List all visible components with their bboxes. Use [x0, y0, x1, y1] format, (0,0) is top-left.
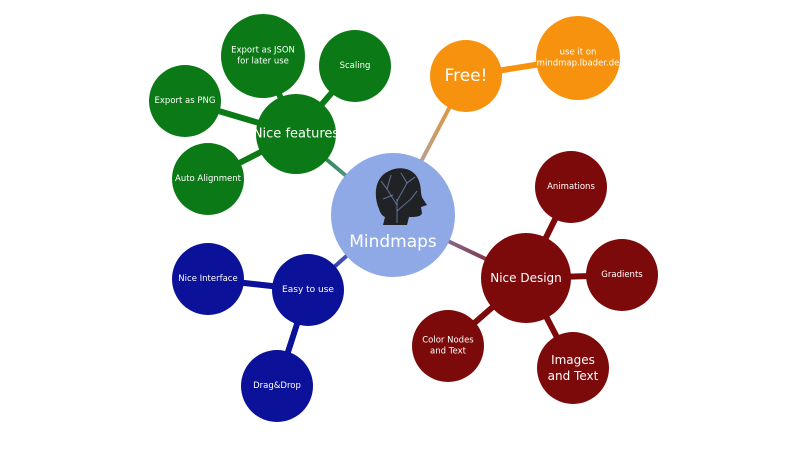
node-easy-branch-circle[interactable]	[272, 254, 344, 326]
node-features-branch[interactable]: Nice features	[253, 94, 340, 174]
node-color-nodes[interactable]: Color Nodes and Text	[412, 310, 484, 382]
node-design-branch-circle[interactable]	[481, 233, 571, 323]
node-auto-alignment[interactable]: Auto Alignment	[172, 143, 244, 215]
node-drag-drop[interactable]: Drag&Drop	[241, 350, 313, 422]
node-export-png-label: Export as PNG	[155, 96, 216, 106]
node-easy-branch-label: Easy to use	[282, 285, 334, 295]
node-animations-label: Animations	[547, 182, 595, 192]
node-nice-interface-label: Nice Interface	[178, 274, 237, 284]
node-color-nodes-circle[interactable]	[412, 310, 484, 382]
node-use-it-on-label-line-1: use it on	[560, 47, 597, 57]
node-design-branch-label: Nice Design	[490, 271, 562, 285]
node-gradients[interactable]: Gradients	[586, 239, 658, 311]
node-use-it-on-circle[interactable]	[536, 16, 620, 100]
node-images-text-label-line-1: Images	[551, 353, 595, 367]
node-export-png-circle[interactable]	[149, 65, 221, 137]
node-use-it-on[interactable]: use it on mindmap.lbader.de	[536, 16, 620, 100]
node-free-branch-label: Free!	[445, 66, 488, 86]
node-export-json-label-line-2: for later use	[237, 57, 289, 67]
node-root-label: Mindmaps	[349, 232, 437, 252]
node-nice-interface-circle[interactable]	[172, 243, 244, 315]
node-export-json[interactable]: Export as JSON for later use	[221, 14, 305, 98]
node-design-branch[interactable]: Nice Design	[481, 233, 571, 323]
node-color-nodes-label-line-2: and Text	[430, 347, 467, 357]
tree-head-silhouette-icon	[375, 168, 427, 225]
node-root[interactable]: Mindmaps	[331, 153, 455, 277]
node-scaling[interactable]: Scaling	[319, 30, 391, 102]
node-features-branch-label: Nice features	[253, 127, 340, 142]
node-export-json-circle[interactable]	[221, 14, 305, 98]
node-free-branch[interactable]: Free!	[430, 40, 502, 112]
node-color-nodes-label-line-1: Color Nodes	[422, 335, 474, 345]
node-animations-circle[interactable]	[535, 151, 607, 223]
node-nice-interface[interactable]: Nice Interface	[172, 243, 244, 315]
node-auto-alignment-circle[interactable]	[172, 143, 244, 215]
node-export-png[interactable]: Export as PNG	[149, 65, 221, 137]
node-gradients-label: Gradients	[601, 270, 643, 280]
node-images-text-circle[interactable]	[537, 332, 609, 404]
node-easy-branch[interactable]: Easy to use	[272, 254, 344, 326]
node-images-text[interactable]: Images and Text	[537, 332, 609, 404]
node-features-branch-circle[interactable]	[256, 94, 336, 174]
node-drag-drop-circle[interactable]	[241, 350, 313, 422]
node-free-branch-circle[interactable]	[430, 40, 502, 112]
node-drag-drop-label: Drag&Drop	[253, 381, 301, 391]
node-use-it-on-label-line-2: mindmap.lbader.de	[537, 59, 620, 69]
node-animations[interactable]: Animations	[535, 151, 607, 223]
node-images-text-label-line-2: and Text	[548, 369, 599, 383]
node-export-json-label-line-1: Export as JSON	[231, 45, 295, 55]
node-gradients-circle[interactable]	[586, 239, 658, 311]
node-auto-alignment-label: Auto Alignment	[175, 174, 242, 184]
node-scaling-label: Scaling	[340, 61, 371, 71]
node-scaling-circle[interactable]	[319, 30, 391, 102]
